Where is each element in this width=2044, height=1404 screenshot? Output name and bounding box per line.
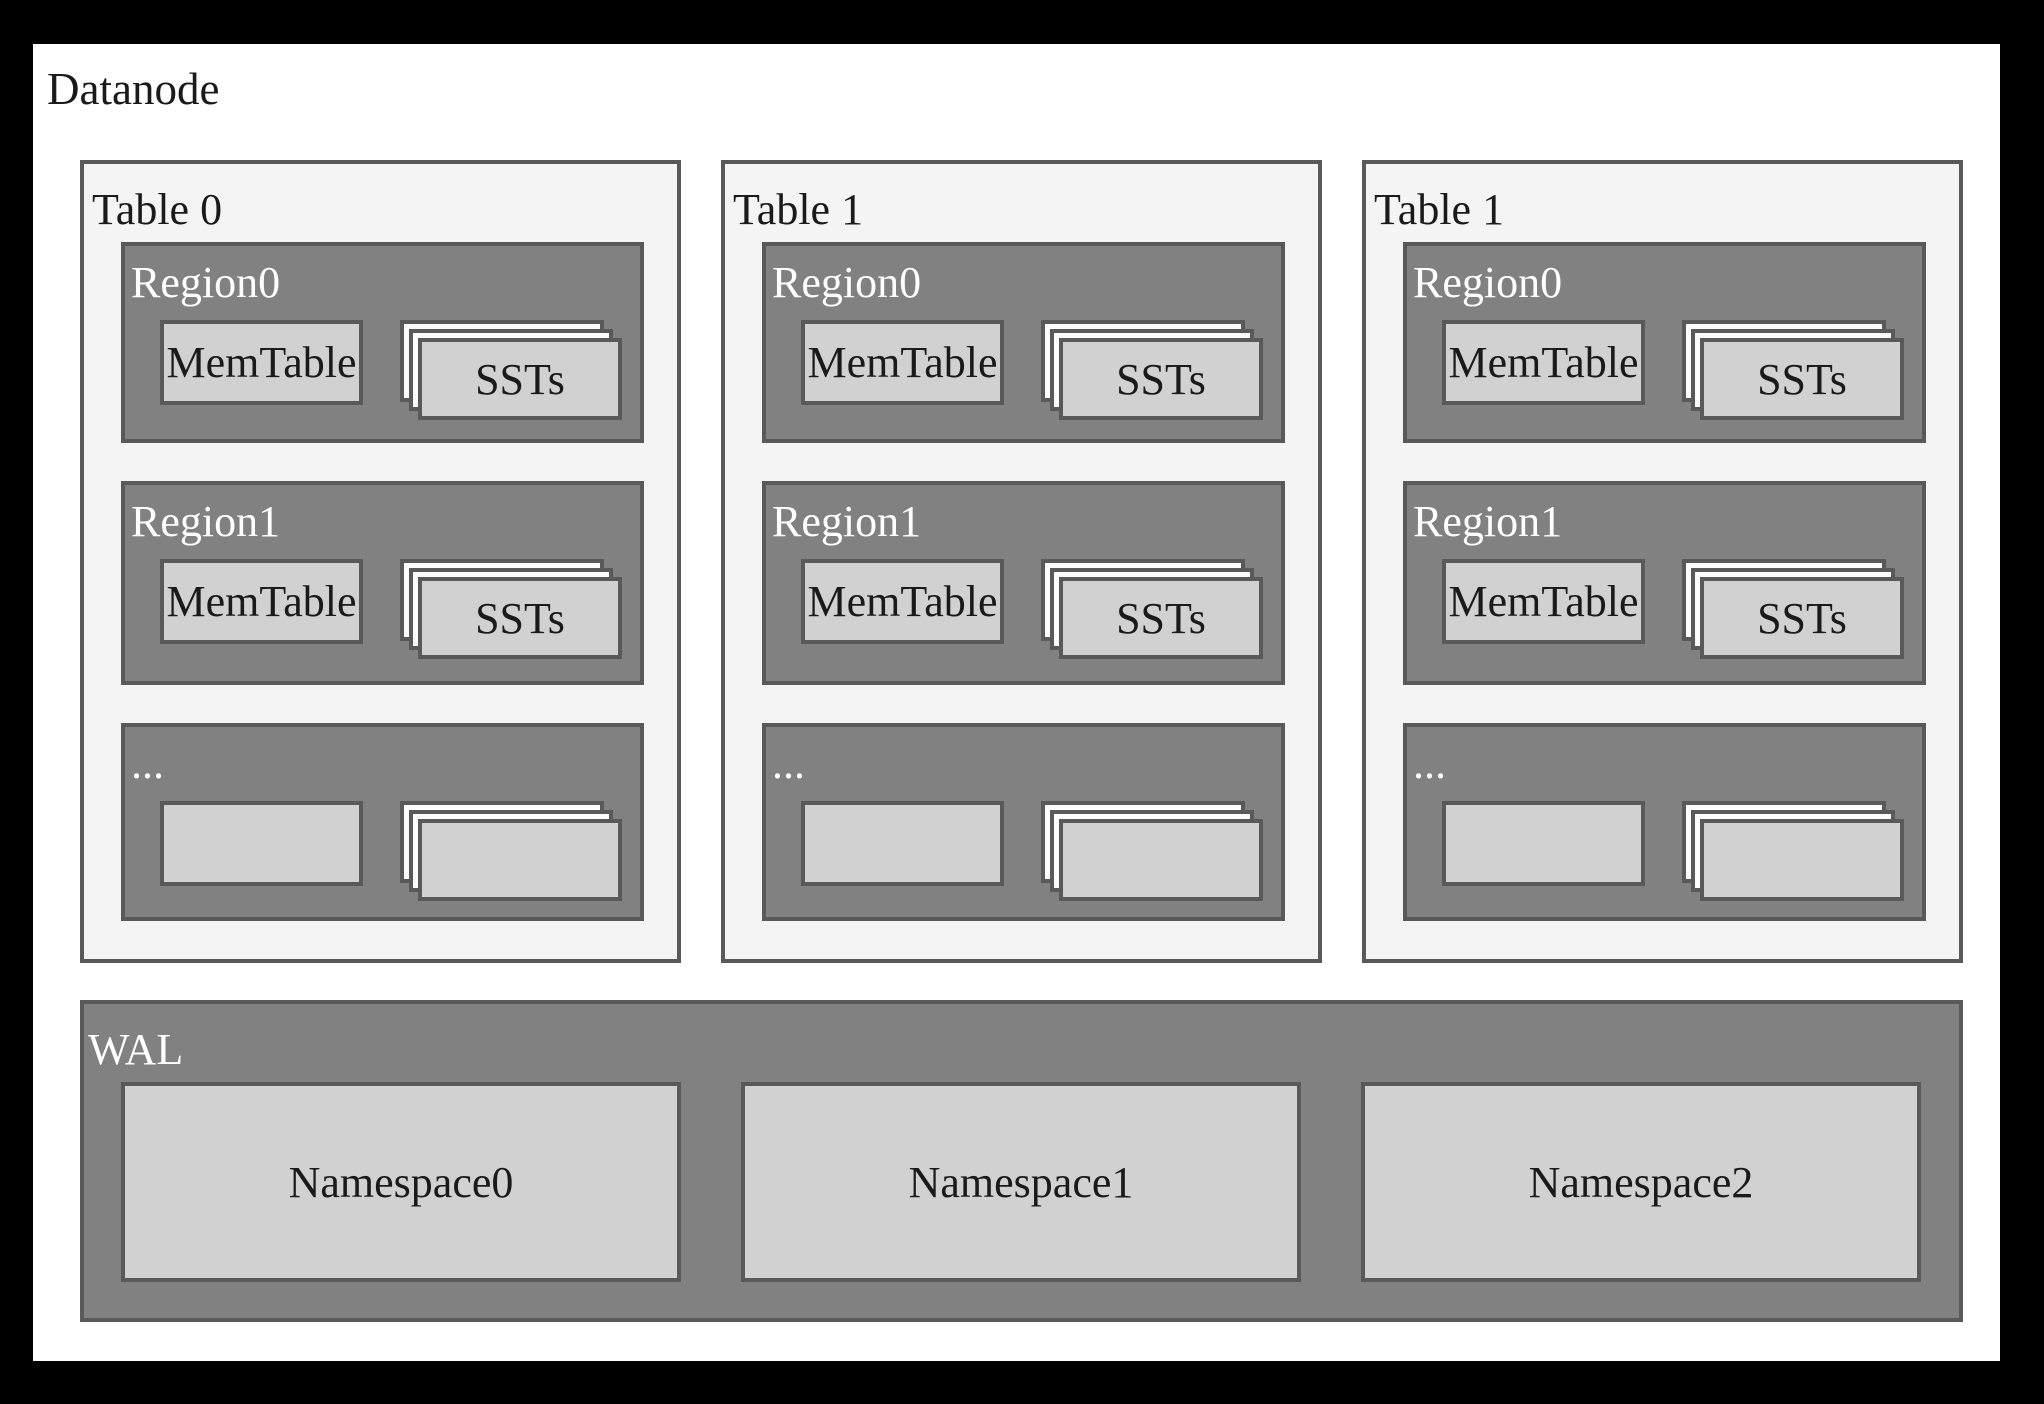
ssts-stack: SSTs <box>1041 559 1263 659</box>
memtable-box: MemTable <box>160 559 363 644</box>
ssts-box: SSTs <box>1059 338 1263 420</box>
namespace-box-2: Namespace2 <box>1361 1082 1921 1282</box>
ssts-box: SSTs <box>1700 577 1904 659</box>
ssts-stack: SSTs <box>400 320 622 420</box>
ssts-box: SSTs <box>418 338 622 420</box>
memtable-box: MemTable <box>801 559 1004 644</box>
memtable-box-empty <box>801 801 1004 886</box>
ssts-box-empty <box>418 819 622 901</box>
ssts-stack <box>400 801 622 901</box>
datanode-diagram: Datanode Table 0 Region0 MemTable SSTs R… <box>33 44 2000 1361</box>
region-box-1: Region1 MemTable SSTs <box>762 481 1285 685</box>
ssts-stack: SSTs <box>1041 320 1263 420</box>
region-box-0: Region0 MemTable SSTs <box>121 242 644 443</box>
memtable-box: MemTable <box>1442 559 1645 644</box>
ssts-box-empty <box>1700 819 1904 901</box>
ssts-box: SSTs <box>418 577 622 659</box>
region-label: ... <box>772 739 805 788</box>
ssts-stack: SSTs <box>400 559 622 659</box>
memtable-box-empty <box>1442 801 1645 886</box>
region-label: ... <box>1413 739 1446 788</box>
region-label: Region1 <box>772 497 922 546</box>
memtable-box: MemTable <box>160 320 363 405</box>
region-label: Region0 <box>131 258 281 307</box>
table-box-2: Table 1 Region0 MemTable SSTs Region1 Me… <box>1362 160 1963 963</box>
ssts-box: SSTs <box>1700 338 1904 420</box>
namespace-box-1: Namespace1 <box>741 1082 1301 1282</box>
ssts-stack <box>1041 801 1263 901</box>
ssts-box-empty <box>1059 819 1263 901</box>
memtable-box: MemTable <box>1442 320 1645 405</box>
table-label: Table 1 <box>1374 185 1505 234</box>
page-title: Datanode <box>47 64 220 114</box>
memtable-box-empty <box>160 801 363 886</box>
region-label: Region1 <box>1413 497 1563 546</box>
ssts-box: SSTs <box>1059 577 1263 659</box>
ssts-stack: SSTs <box>1682 320 1904 420</box>
region-label: Region1 <box>131 497 281 546</box>
table-label: Table 0 <box>92 185 223 234</box>
region-box-more: ... <box>1403 723 1926 921</box>
region-box-0: Region0 MemTable SSTs <box>1403 242 1926 443</box>
memtable-box: MemTable <box>801 320 1004 405</box>
region-box-more: ... <box>121 723 644 921</box>
table-label: Table 1 <box>733 185 864 234</box>
region-label: ... <box>131 739 164 788</box>
region-box-1: Region1 MemTable SSTs <box>121 481 644 685</box>
region-box-0: Region0 MemTable SSTs <box>762 242 1285 443</box>
namespace-box-0: Namespace0 <box>121 1082 681 1282</box>
table-box-0: Table 0 Region0 MemTable SSTs Region1 Me… <box>80 160 681 963</box>
wal-box: WAL Namespace0 Namespace1 Namespace2 <box>80 1000 1963 1322</box>
ssts-stack: SSTs <box>1682 559 1904 659</box>
region-label: Region0 <box>772 258 922 307</box>
region-label: Region0 <box>1413 258 1563 307</box>
wal-label: WAL <box>88 1025 184 1074</box>
table-box-1: Table 1 Region0 MemTable SSTs Region1 Me… <box>721 160 1322 963</box>
ssts-stack <box>1682 801 1904 901</box>
region-box-1: Region1 MemTable SSTs <box>1403 481 1926 685</box>
region-box-more: ... <box>762 723 1285 921</box>
